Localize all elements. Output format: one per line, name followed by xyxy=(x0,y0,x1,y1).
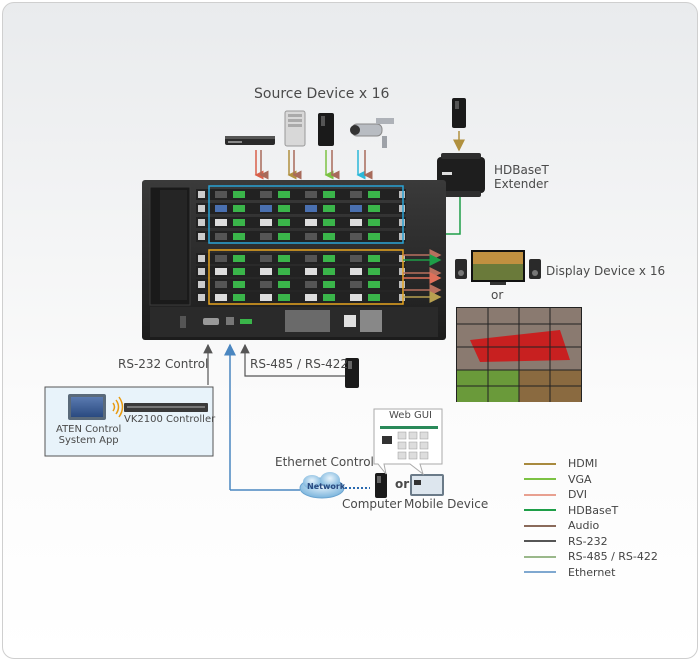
computer-label: Computer xyxy=(342,497,402,511)
legend-item: VGA xyxy=(524,472,658,488)
legend-item: HDBaseT xyxy=(524,503,658,519)
speaker-left-icon xyxy=(455,259,467,279)
app-label-line1: ATEN Control xyxy=(56,424,122,435)
power-switch xyxy=(180,316,186,328)
legend-label: RS-232 xyxy=(568,534,608,548)
wireless-signal-icon xyxy=(112,396,124,418)
legend-item: RS-485 / RS-422 xyxy=(524,549,658,565)
legend-label: Ethernet xyxy=(568,565,616,579)
legend-item: HDMI xyxy=(524,456,658,472)
tv-display-icon xyxy=(471,250,525,285)
source-device-title: Source Device x 16 xyxy=(254,86,390,102)
app-label-line2: System App xyxy=(58,435,119,446)
ethernet-control-label: Ethernet Control xyxy=(275,455,374,469)
output-board xyxy=(196,266,406,277)
rs485-label: RS-485 / RS-422 xyxy=(250,357,349,371)
legend-swatch xyxy=(524,540,556,543)
legend-label: DVI xyxy=(568,488,588,502)
legend-item: Audio xyxy=(524,518,658,534)
legend-swatch xyxy=(524,478,556,481)
mobile-device-label: Mobile Device xyxy=(404,497,489,511)
legend-label: HDBaseT xyxy=(568,503,619,517)
app-label: ATEN Control System App xyxy=(56,424,121,446)
legend-swatch xyxy=(524,524,556,527)
cctv-camera-icon xyxy=(350,118,394,148)
input-board xyxy=(196,203,406,214)
legend-label: RS-485 / RS-422 xyxy=(568,550,658,564)
computer-or-label: or xyxy=(395,477,410,491)
input-board xyxy=(196,231,406,242)
speaker-right-icon xyxy=(529,259,541,279)
input-board xyxy=(196,189,406,200)
legend-label: Audio xyxy=(568,519,600,533)
legend-swatch xyxy=(524,462,556,465)
computer-icon xyxy=(375,473,387,498)
output-board xyxy=(196,292,406,303)
legend-item: Ethernet xyxy=(524,565,658,581)
rs232-control-label: RS-232 Control xyxy=(118,357,209,371)
input-boards-highlight xyxy=(208,185,404,244)
input-board xyxy=(196,217,406,228)
display-or-label: or xyxy=(491,288,504,302)
web-gui-callout xyxy=(373,408,443,476)
legend-swatch xyxy=(524,493,556,496)
vk2100-controller-icon xyxy=(124,403,208,412)
network-cloud-icon xyxy=(299,472,345,499)
io-cards xyxy=(196,189,406,303)
server-tower-icon xyxy=(284,110,306,147)
legend-label: VGA xyxy=(568,472,592,486)
mobile-device-icon xyxy=(410,474,444,496)
extender-source-pc-icon xyxy=(452,98,466,128)
output-board xyxy=(196,279,406,290)
extender-label-line1: HDBaseT xyxy=(494,163,549,177)
network-label: Network xyxy=(307,482,346,491)
extender-label: HDBaseT Extender xyxy=(494,163,549,191)
legend-label: HDMI xyxy=(568,457,598,471)
source-connection-lines xyxy=(254,150,373,180)
legend-swatch xyxy=(524,555,556,558)
hdbaset-extender-icon xyxy=(437,153,485,197)
rs485-pc-icon xyxy=(345,358,359,388)
video-wall-icon xyxy=(456,307,582,402)
legend-item: DVI xyxy=(524,487,658,503)
desktop-pc-icon xyxy=(318,113,334,146)
extender-label-line2: Extender xyxy=(494,177,549,191)
output-boards-highlight xyxy=(208,249,404,305)
legend-swatch xyxy=(524,509,556,512)
web-gui-label: Web GUI xyxy=(389,410,432,421)
legend-item: RS-232 xyxy=(524,534,658,550)
rs485-line xyxy=(240,343,345,377)
tablet-app-icon xyxy=(68,394,106,420)
legend-swatch xyxy=(524,571,556,574)
blu-ray-player-icon xyxy=(225,136,275,145)
display-device-title: Display Device x 16 xyxy=(546,264,666,278)
output-connection-lines xyxy=(403,249,442,303)
output-board xyxy=(196,253,406,264)
controller-label: VK2100 Controller xyxy=(124,414,216,425)
